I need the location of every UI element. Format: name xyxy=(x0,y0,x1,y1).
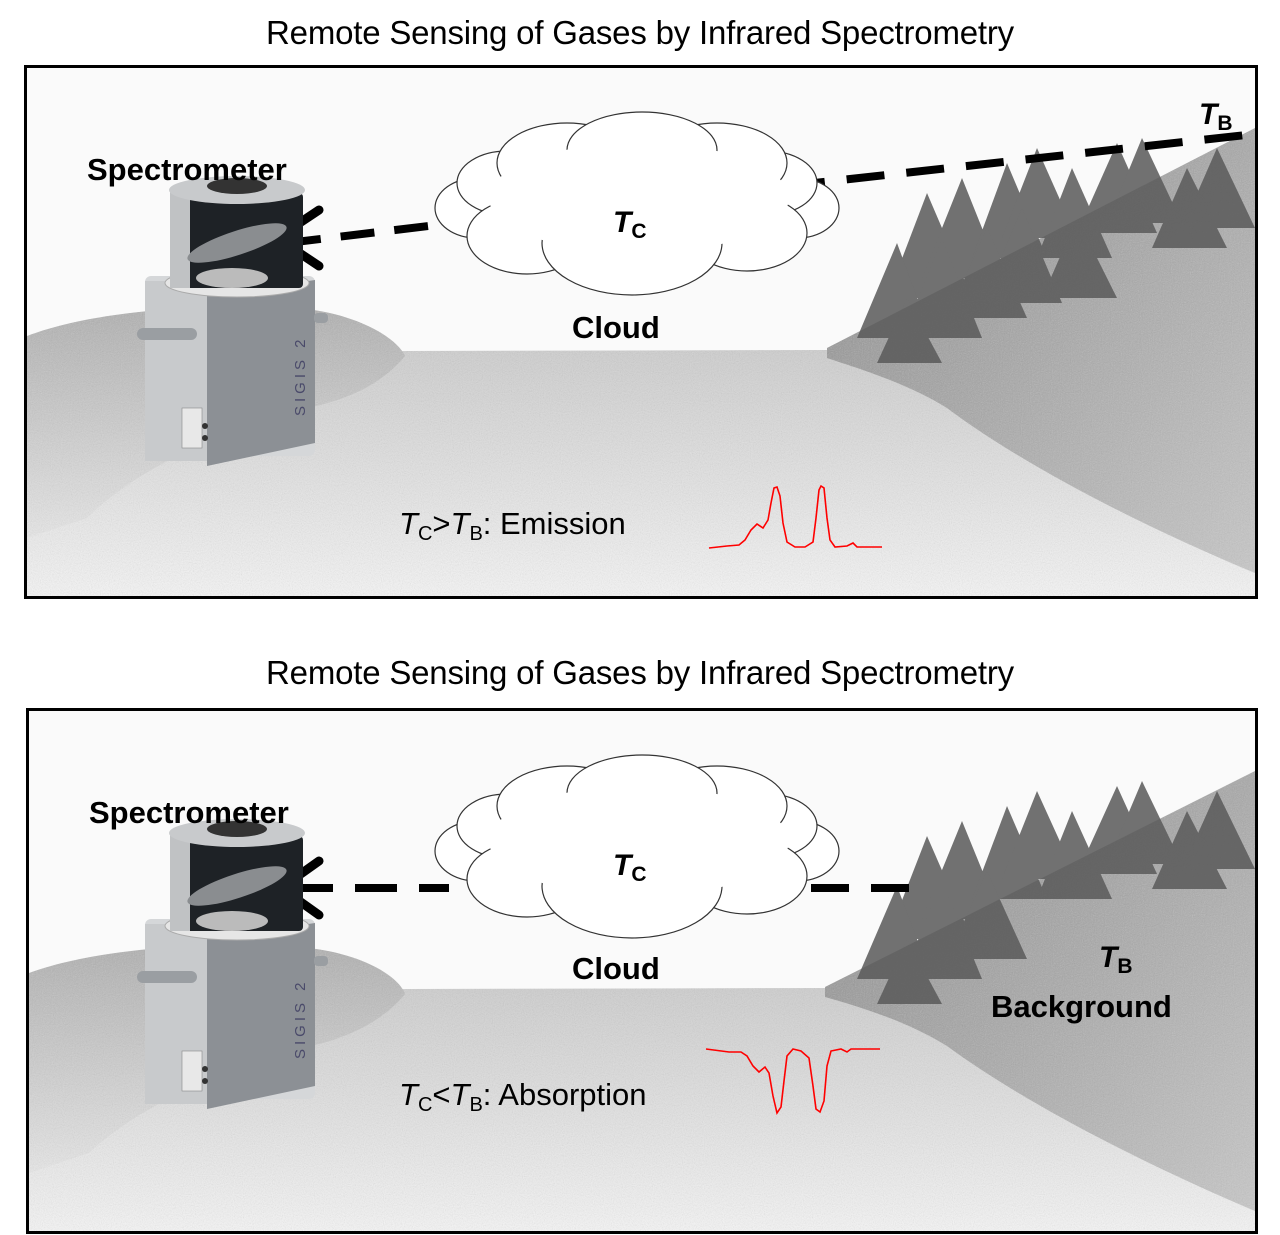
cloud-temp-sub: C xyxy=(631,863,647,886)
bg-temp-symbol: T xyxy=(1099,941,1118,974)
bg-temp-sub: B xyxy=(1217,112,1233,135)
spectrometer-label: Spectrometer xyxy=(89,795,289,830)
cond-right-sub: B xyxy=(469,1094,483,1116)
panel-absorption: SIGIS 2 Spectrometer TC Cloud TB Backgro… xyxy=(26,708,1258,1234)
spectrometer-icon: SIGIS 2 xyxy=(137,819,328,1109)
cond-right-symbol: T xyxy=(450,1077,470,1112)
cloud-temp-sub: C xyxy=(631,220,647,243)
panel-2-title: Remote Sensing of Gases by Infrared Spec… xyxy=(266,654,1014,691)
scene-absorption: SIGIS 2 xyxy=(29,754,1255,1231)
cond-left-sub: C xyxy=(417,523,433,545)
cond-left-symbol: T xyxy=(399,1077,418,1112)
bg-temp-symbol: T xyxy=(1199,98,1218,131)
cond-left-symbol: T xyxy=(399,506,418,541)
spectrometer-label: Spectrometer xyxy=(87,152,287,187)
cond-right-symbol: T xyxy=(450,506,470,541)
panel-emission: SIGIS 2 Spectrometer TC Cloud TB TC>TB: … xyxy=(24,65,1258,599)
cond-suffix: : Emission xyxy=(482,506,626,541)
line-of-sight-left xyxy=(286,221,438,247)
cond-operator: > xyxy=(432,506,451,541)
cond-left-sub: C xyxy=(417,1094,433,1116)
cond-operator: < xyxy=(432,1077,451,1112)
condition-emission: TC>TB: Emission xyxy=(399,506,626,546)
panel-1-title: Remote Sensing of Gases by Infrared Spec… xyxy=(266,14,1014,51)
forest-icon xyxy=(857,138,1255,363)
right-hill xyxy=(827,128,1255,573)
cloud-label: Cloud xyxy=(572,951,660,986)
svg-text:SIGIS 2: SIGIS 2 xyxy=(292,978,309,1059)
spectrum-dips-icon xyxy=(705,1048,880,1115)
condition-absorption: TC<TB: Absorption xyxy=(399,1077,647,1117)
cloud-temp-symbol: T xyxy=(613,849,632,882)
spectrum-peaks-icon xyxy=(708,484,882,549)
line-of-sight-right xyxy=(786,130,1255,190)
svg-text:SIGIS 2: SIGIS 2 xyxy=(292,335,309,416)
cond-right-sub: B xyxy=(469,523,483,545)
cloud-label: Cloud xyxy=(572,310,660,345)
cloud-temperature: TC xyxy=(613,849,647,887)
background-temperature: TB xyxy=(1099,941,1133,979)
background-temperature: TB xyxy=(1199,98,1233,136)
scene-emission: SIGIS 2 xyxy=(27,111,1255,596)
cloud-icon xyxy=(434,111,840,296)
right-hill xyxy=(825,771,1255,1211)
background-label: Background xyxy=(991,989,1172,1024)
cloud-icon xyxy=(434,754,840,939)
ground-plain xyxy=(27,350,1255,596)
bg-temp-sub: B xyxy=(1117,955,1133,978)
cloud-temperature: TC xyxy=(613,206,647,244)
ground-plain xyxy=(29,988,1255,1231)
cond-suffix: : Absorption xyxy=(482,1077,647,1112)
spectrometer-icon: SIGIS 2 xyxy=(137,176,328,466)
forest-icon xyxy=(857,781,1255,1004)
cloud-temp-symbol: T xyxy=(613,206,632,239)
